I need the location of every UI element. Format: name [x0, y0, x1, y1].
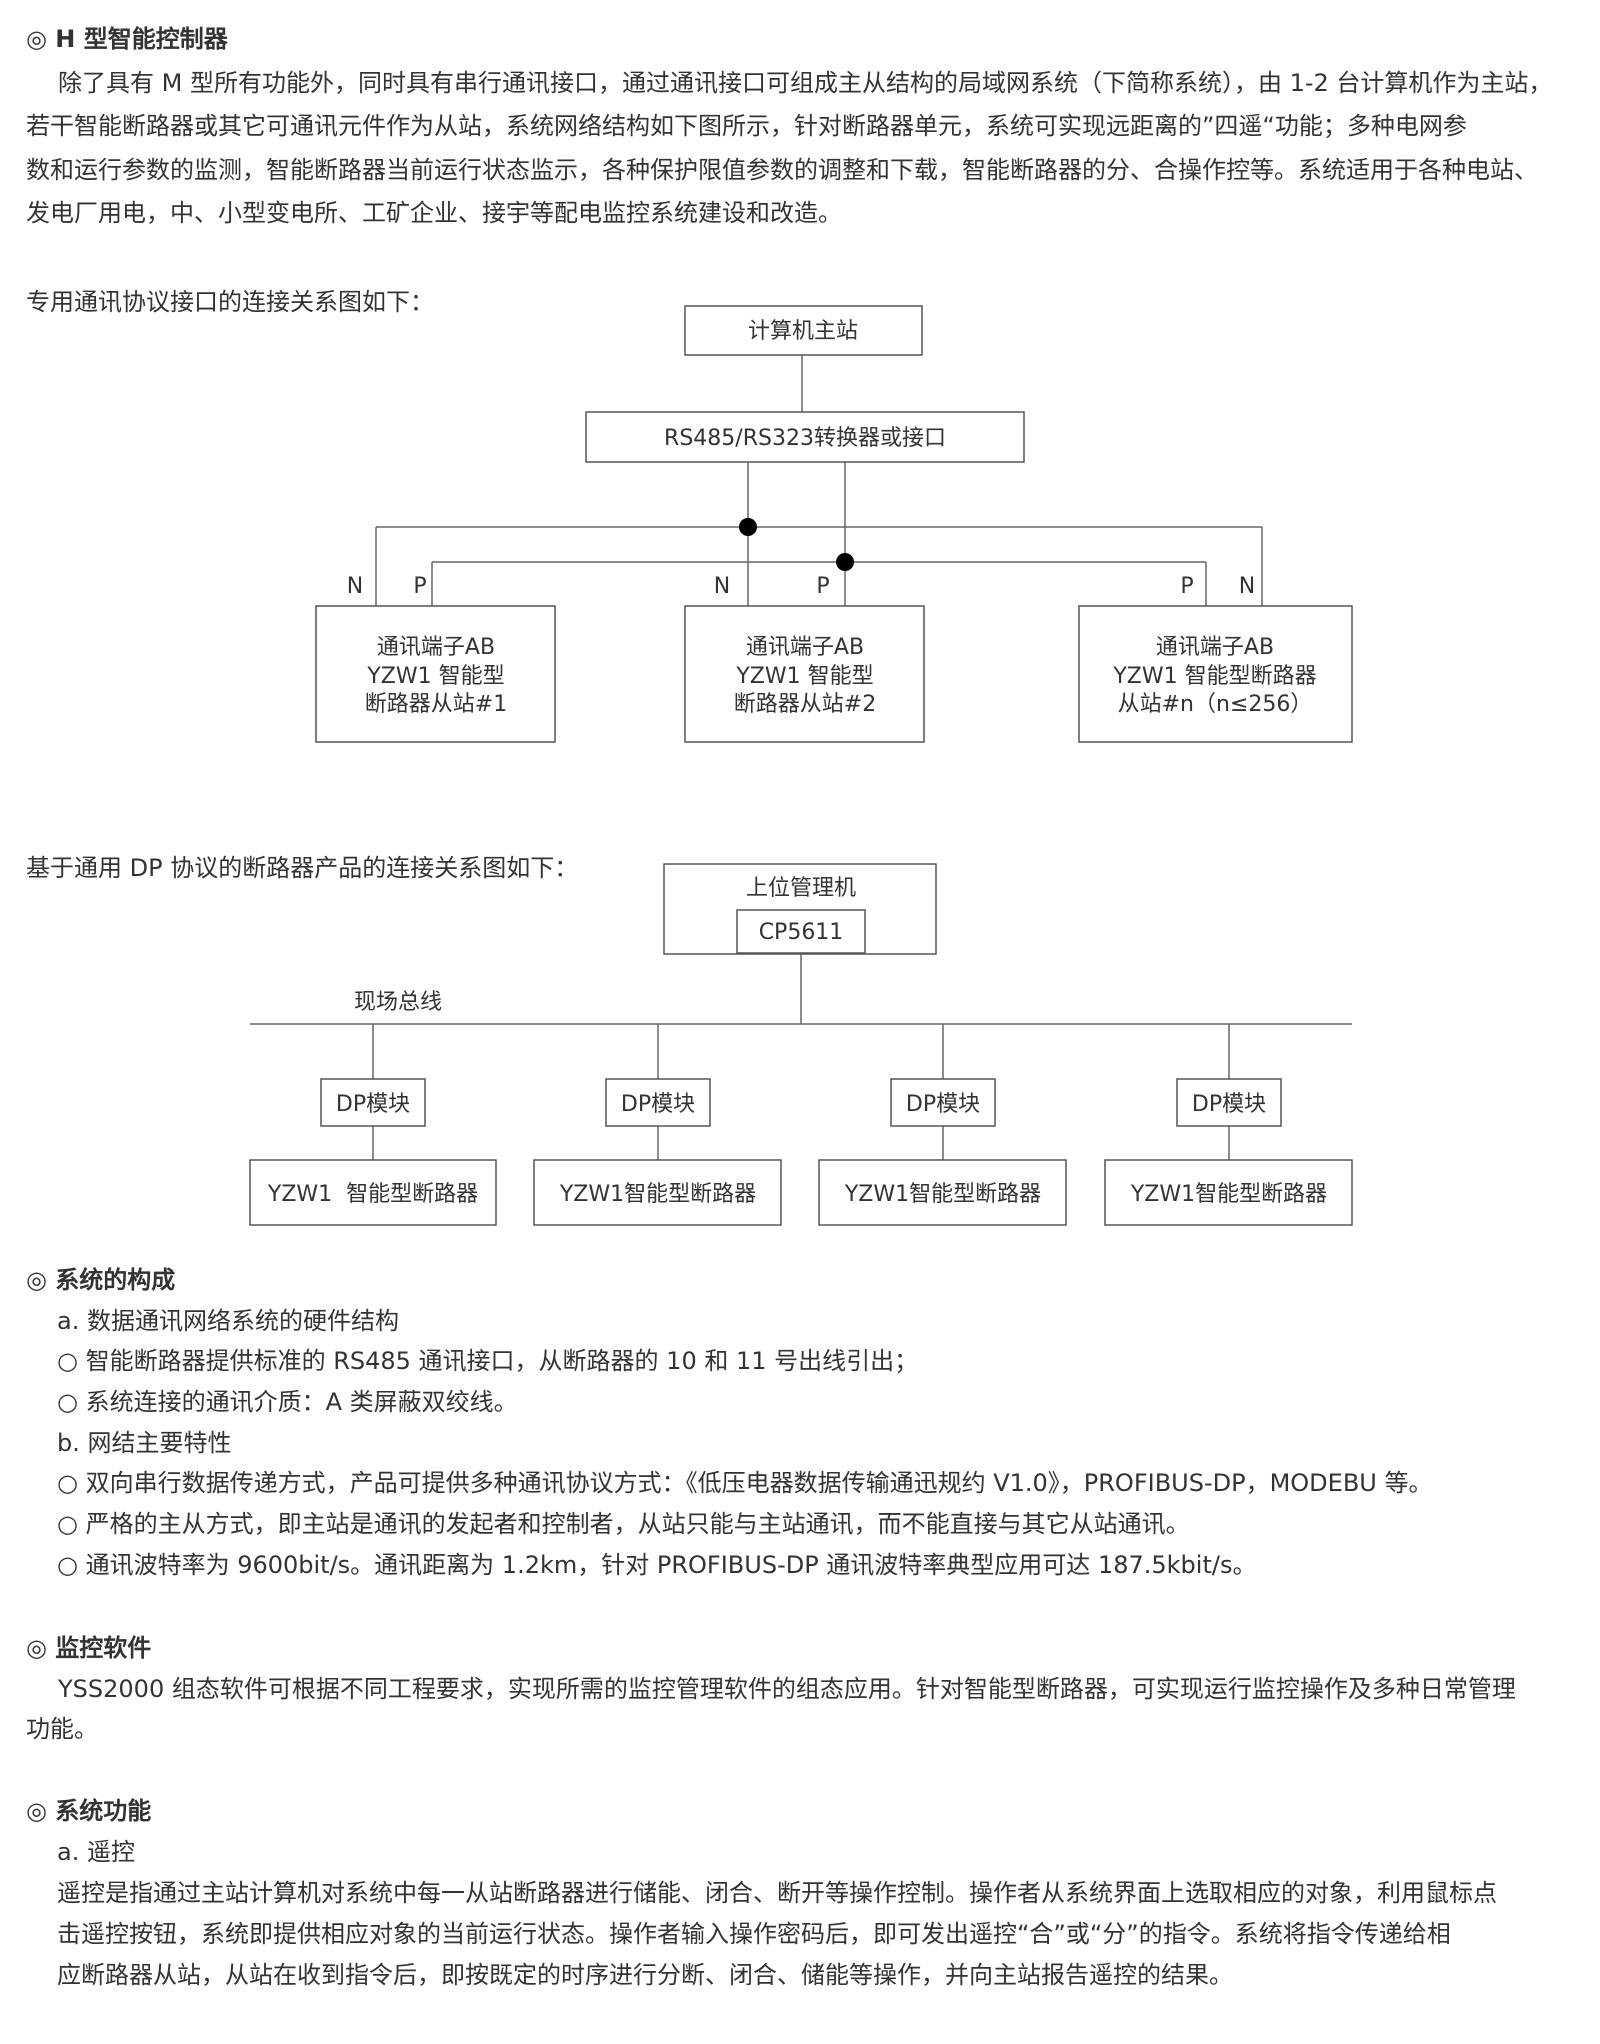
- breaker-label: YZW1智能型断路器: [844, 1182, 1041, 1207]
- card-label: CP5611: [759, 920, 844, 945]
- slave-label: 通讯端子AB: [377, 635, 495, 660]
- converter-label: RS485/RS323转换器或接口: [664, 426, 946, 451]
- section-title: ◎ H 型智能控制器: [26, 25, 228, 53]
- slave-label: YZW1 智能型断路器: [1112, 664, 1316, 689]
- node-3: DP模块 YZW1智能型断路器: [818, 1024, 1067, 1226]
- breaker-label: YZW1 智能型断路器: [267, 1182, 478, 1207]
- diagram1: 计算机主站 RS485/RS323转换器或接口 N P N P P N 通讯端子…: [315, 305, 1353, 743]
- dp-module-box: [890, 1078, 996, 1127]
- list-item: ○ 双向串行数据传递方式，产品可提供多种通讯协议方式：《低压电器数据传输通迅规约…: [57, 1469, 1433, 1498]
- slave-label: 从站#n（n≤256）: [1118, 692, 1313, 717]
- slave-box-2: [684, 605, 925, 743]
- paragraph-line: 若干智能断路器或其它可通讯元件作为从站，系统网络结构如下图所示，针对断路器单元，…: [26, 112, 1467, 140]
- n-label: N: [714, 574, 730, 599]
- fieldbus-label: 现场总线: [354, 990, 442, 1015]
- paragraph-line: 击遥控按钮，系统即提供相应对象的当前运行状态。操作者输入操作密码后，即可发出遥控…: [57, 1920, 1451, 1948]
- slave-label: 通讯端子AB: [1156, 635, 1274, 660]
- slave-box-n: [1078, 605, 1353, 743]
- breaker-box: [818, 1159, 1067, 1226]
- slave-label: YZW1 智能型: [735, 664, 873, 689]
- section-title: ◎ 系统的构成: [26, 1266, 176, 1294]
- breaker-box: [249, 1159, 497, 1226]
- dp-module-box: [1176, 1078, 1282, 1127]
- breaker-label: YZW1智能型断路器: [1130, 1182, 1327, 1207]
- node-4: DP模块 YZW1智能型断路器: [1104, 1024, 1353, 1226]
- n-label: N: [347, 574, 363, 599]
- diagram1-caption-wrap: 专用通讯协议接口的连接关系图如下：: [0, 281, 1600, 325]
- node-1: DP模块 YZW1 智能型断路器: [249, 1024, 497, 1226]
- paragraph-line: 遥控是指通过主站计算机对系统中每一从站断路器进行储能、闭合、断开等操作控制。操作…: [57, 1879, 1497, 1907]
- diagram2-caption-wrap: 基于通用 DP 协议的断路器产品的连接关系图如下：: [0, 847, 1600, 891]
- diagram2: 上位管理机 CP5611 现场总线 DP模块 YZW1 智能型断路器 DP模块 …: [249, 863, 1353, 1226]
- paragraph-line: YSS2000 组态软件可根据不同工程要求，实现所需的监控管理软件的组态应用。针…: [58, 1674, 1516, 1703]
- slave-box-1: [315, 605, 556, 743]
- slave-label: YZW1 智能型: [366, 664, 504, 689]
- paragraph-line: 数和运行参数的监测，智能断路器当前运行状态监示，各种保护限值参数的调整和下载，智…: [26, 155, 1538, 184]
- junction-dot: [836, 553, 854, 571]
- breaker-box: [1104, 1159, 1353, 1226]
- section-title: ◎ 系统功能: [26, 1797, 152, 1825]
- dp-module-label: DP模块: [1192, 1092, 1266, 1117]
- dp-module-label: DP模块: [621, 1092, 695, 1117]
- breaker-box: [533, 1159, 782, 1226]
- p-label: P: [1180, 574, 1193, 599]
- diagram1-caption: 专用通讯协议接口的连接关系图如下：: [26, 288, 434, 316]
- dp-module-box: [605, 1078, 711, 1127]
- breaker-label: YZW1智能型断路器: [559, 1182, 756, 1207]
- subsection-title: a. 遥控: [57, 1838, 135, 1866]
- section-functions: ◎ 系统功能 a. 遥控 遥控是指通过主站计算机对系统中每一从站断路器进行储能、…: [0, 1791, 1600, 1996]
- paragraph-line: 功能。: [26, 1715, 98, 1743]
- node-2: DP模块 YZW1智能型断路器: [533, 1024, 782, 1226]
- master-box: [684, 305, 923, 356]
- card-box: [736, 909, 866, 954]
- diagram2-caption: 基于通用 DP 协议的断路器产品的连接关系图如下：: [26, 854, 579, 882]
- dp-module-label: DP模块: [906, 1092, 980, 1117]
- list-item: b. 网结主要特性: [57, 1428, 232, 1457]
- list-item: ○ 严格的主从方式，即主站是通讯的发起者和控制者，从站只能与主站通讯，而不能直接…: [57, 1510, 1190, 1539]
- slave-label: 断路器从站#2: [734, 692, 876, 717]
- paragraph-line: 除了具有 M 型所有功能外，同时具有串行通讯接口，通过通讯接口可组成主从结构的局…: [58, 68, 1553, 97]
- list-item: ○ 通讯波特率为 9600bit/s。通讯距离为 1.2km，针对 PROFIB…: [57, 1550, 1257, 1579]
- master-label: 计算机主站: [748, 319, 858, 344]
- converter-box: [585, 411, 1025, 463]
- list-item: ○ 系统连接的通讯介质：A 类屏蔽双绞线。: [57, 1388, 518, 1417]
- section-title: ◎ 监控软件: [26, 1634, 152, 1662]
- slave-label: 通讯端子AB: [746, 635, 864, 660]
- connection-diagrams: 计算机主站 RS485/RS323转换器或接口 N P N P P N 通讯端子…: [249, 305, 1353, 1226]
- paragraph-line: 应断路器从站，从站在收到指令后，即按既定的时序进行分断、闭合、储能等操作，并向主…: [57, 1961, 1233, 1989]
- dp-module-box: [320, 1078, 426, 1127]
- list-item: ○ 智能断路器提供标准的 RS485 通讯接口，从断路器的 10 和 11 号出…: [57, 1347, 919, 1376]
- host-label: 上位管理机: [746, 876, 856, 901]
- section-software: ◎ 监控软件 YSS2000 组态软件可根据不同工程要求，实现所需的监控管理软件…: [0, 1628, 1600, 1750]
- junction-dot: [739, 518, 757, 536]
- slave-label: 断路器从站#1: [365, 692, 507, 717]
- p-label: P: [816, 574, 829, 599]
- list-item: a. 数据通讯网络系统的硬件结构: [57, 1306, 399, 1335]
- dp-module-label: DP模块: [336, 1092, 410, 1117]
- section-composition: ◎ 系统的构成 a. 数据通讯网络系统的硬件结构 ○ 智能断路器提供标准的 RS…: [0, 1260, 1600, 1586]
- section-h-type: ◎ H 型智能控制器 除了具有 M 型所有功能外，同时具有串行通讯接口，通过通讯…: [0, 18, 1600, 236]
- n-label: N: [1239, 574, 1255, 599]
- p-label: P: [413, 574, 426, 599]
- paragraph-line: 发电厂用电，中、小型变电所、工矿企业、接宇等配电监控系统建设和改造。: [26, 199, 842, 227]
